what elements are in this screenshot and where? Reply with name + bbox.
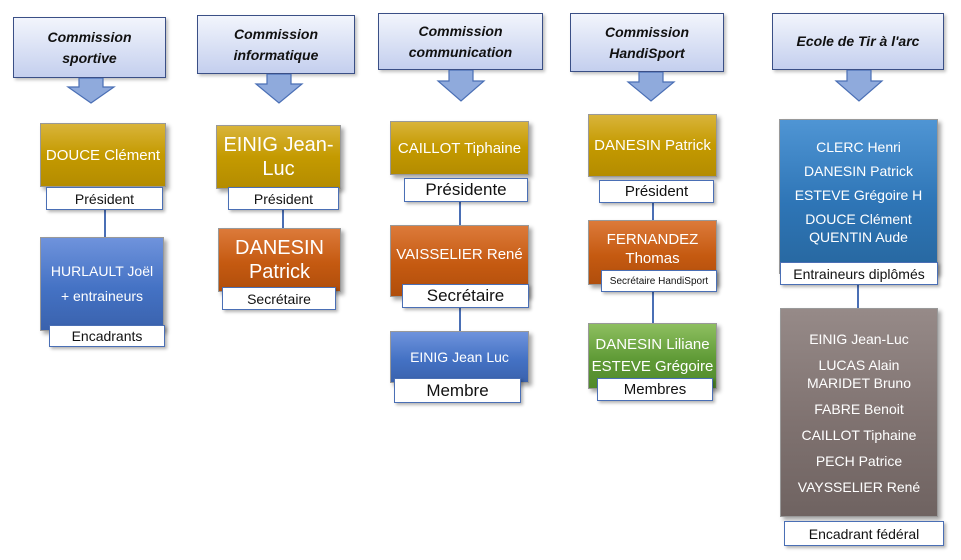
member-name: EINIG Jean-Luc (809, 330, 909, 347)
member-name: DANESIN Liliane (595, 336, 710, 353)
role-text: Encadrants (71, 328, 143, 344)
connector-line (652, 292, 654, 324)
member-name: EINIG Jean- (223, 134, 334, 156)
role-text: Membres (623, 381, 687, 398)
member-name: Luc (262, 158, 295, 180)
role-label: Encadrant fédéral (784, 521, 944, 546)
role-label: Membre (394, 378, 521, 403)
role-label: Membres (597, 378, 713, 401)
member-name: HURLAULT Joël (50, 263, 154, 279)
connector-line (459, 308, 461, 332)
member-name: LUCAS Alain (818, 356, 900, 373)
connector-line (652, 203, 654, 221)
role-text: Présidente (425, 180, 507, 199)
header-line: Commission (418, 22, 503, 39)
down-arrow-icon (66, 78, 116, 104)
connector-line (104, 209, 106, 239)
header-ecole-tir-arc: Ecole de Tir à l'arc (772, 13, 944, 70)
role-text: Président (253, 190, 314, 207)
member-name: VAYSSELIER René (797, 478, 921, 495)
member-box: CAILLOT Tiphaine (390, 121, 529, 175)
member-name: EINIG Jean Luc (410, 348, 509, 365)
member-name: MARIDET Bruno (807, 374, 911, 391)
down-arrow-icon (626, 72, 676, 102)
member-name: PECH Patrice (815, 452, 903, 469)
member-name: ESTEVE Grégoire H (794, 187, 923, 203)
role-text: Secrétaire (247, 290, 311, 307)
role-label: Président (46, 187, 163, 210)
connector-line (459, 201, 461, 226)
member-name: QUENTIN Aude (809, 229, 908, 245)
member-name: DANESIN Patrick (594, 137, 711, 154)
member-name: CAILLOT Tiphaine (397, 139, 522, 157)
header-commission-informatique: Commission informatique (197, 15, 355, 74)
member-name: ESTEVE Grégoire (591, 358, 714, 375)
header-line: Commission (233, 25, 318, 42)
role-text: Membre (426, 380, 489, 400)
role-label: Encadrants (49, 325, 165, 347)
member-name: CAILLOT Tiphaine (801, 426, 917, 443)
role-text: Entraineurs diplômés (793, 265, 925, 282)
header-line: Commission (47, 28, 132, 45)
member-name: Patrick (248, 261, 311, 283)
header-line: Commission (604, 23, 689, 40)
header-line: Ecole de Tir à l'arc (796, 33, 920, 49)
member-box: CLERC Henri DANESIN Patrick ESTEVE Grégo… (779, 119, 938, 274)
member-box: HURLAULT Joël + entraineurs (40, 237, 164, 331)
role-label: Président (228, 187, 339, 210)
member-box: EINIG Jean-Luc LUCAS Alain MARIDET Bruno… (780, 308, 938, 517)
role-text: Secrétaire (426, 286, 505, 305)
header-commission-sportive: Commission sportive (13, 17, 166, 78)
header-line: sportive (62, 49, 117, 66)
down-arrow-icon (436, 70, 486, 102)
down-arrow-icon (834, 70, 884, 102)
member-name: DOUCE Clément (805, 211, 912, 227)
connector-line (282, 209, 284, 229)
header-line: HandiSport (609, 44, 685, 61)
role-text: Président (624, 183, 689, 200)
member-box: EINIG Jean- Luc (216, 125, 341, 189)
member-name: CLERC Henri (816, 139, 901, 155)
role-label: Entraineurs diplômés (780, 262, 938, 285)
member-name: DOUCE Clément (45, 146, 161, 164)
down-arrow-icon (254, 74, 304, 104)
member-name: + entraineurs (60, 288, 144, 304)
member-name: VAISSELIER René (396, 245, 523, 263)
member-name: DANESIN Patrick (804, 163, 913, 179)
member-name: FERNANDEZ (606, 230, 699, 248)
member-box: DANESIN Patrick (588, 114, 717, 177)
header-line: informatique (233, 46, 319, 63)
member-box: DOUCE Clément (40, 123, 166, 187)
role-label: Secrétaire (402, 284, 529, 308)
member-box: EINIG Jean Luc (390, 331, 529, 383)
member-name: FABRE Benoit (814, 400, 904, 417)
header-commission-communication: Commission communication (378, 13, 543, 70)
role-label: Secrétaire (222, 287, 336, 310)
connector-line (857, 285, 859, 309)
role-text: Président (74, 190, 135, 207)
role-label: Présidente (404, 178, 528, 202)
header-commission-handisport: Commission HandiSport (570, 13, 724, 72)
member-name: Thomas (625, 249, 680, 267)
role-text: Encadrant fédéral (808, 525, 920, 542)
role-text: Secrétaire HandiSport (609, 275, 709, 287)
role-label: Président (599, 180, 714, 203)
member-name: DANESIN (235, 237, 324, 259)
role-label: Secrétaire HandiSport (601, 270, 717, 292)
member-box: DANESIN Patrick (218, 228, 341, 292)
header-line: communication (408, 43, 513, 60)
